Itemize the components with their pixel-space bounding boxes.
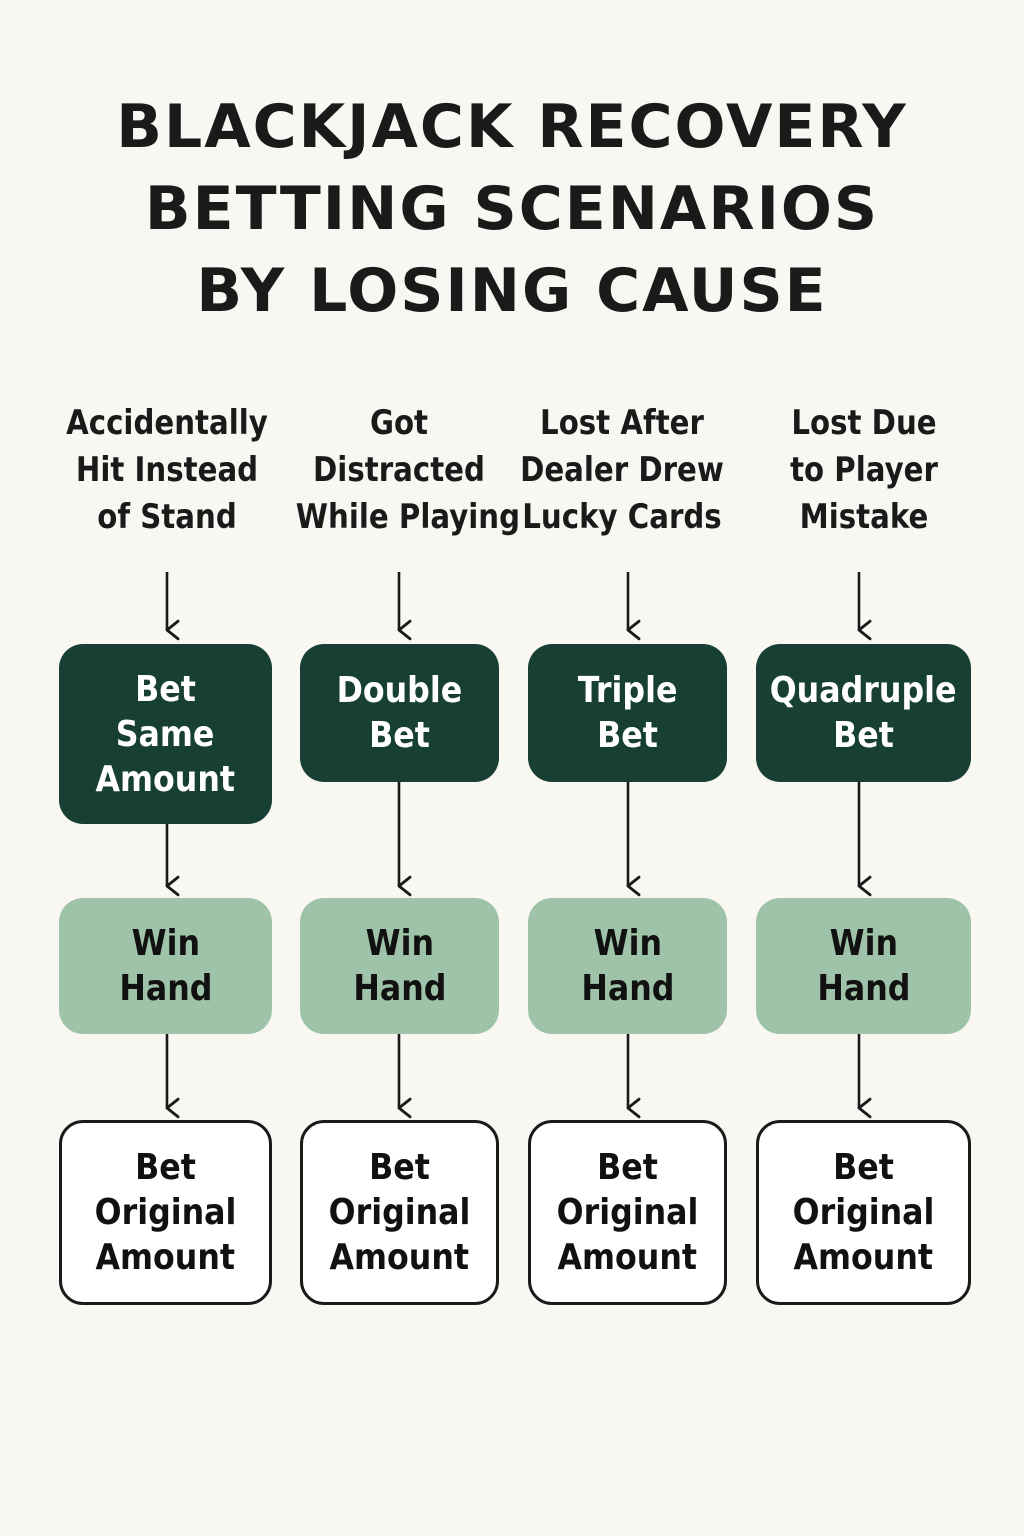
win-1-line-2: Hand	[118, 968, 213, 1009]
cause-3-line-2: Dealer Drew	[520, 450, 724, 490]
cause-3-line-3: Lucky Cards	[522, 497, 722, 537]
bet-1-line-2: Same	[116, 713, 215, 755]
bet-2-line-2: Bet	[369, 715, 430, 756]
cause-label-4: Lost Due to Player Mistake	[761, 400, 967, 541]
original-1-line-1: Bet	[135, 1147, 196, 1188]
cause-label-1: Accidentally Hit Instead of Stand	[64, 400, 270, 541]
original-box-3: Bet Original Amount	[528, 1120, 727, 1305]
original-4-line-1: Bet	[833, 1147, 894, 1188]
win-2-line-2: Hand	[352, 968, 447, 1009]
win-box-3: Win Hand	[528, 898, 727, 1034]
win-2-line-1: Win	[365, 923, 434, 964]
original-2-line-3: Amount	[329, 1237, 470, 1278]
original-1-line-3: Amount	[95, 1237, 236, 1278]
cause-2-line-1: Got	[369, 403, 429, 443]
bet-1-line-3: Amount	[95, 758, 236, 800]
win-3-line-2: Hand	[580, 968, 675, 1009]
original-4-line-3: Amount	[793, 1237, 934, 1278]
diagram-title: BLACKJACK RECOVERY BETTING SCENARIOS BY …	[0, 86, 1024, 332]
bet-1-line-1: Bet	[135, 668, 196, 710]
bet-3-line-2: Bet	[597, 715, 658, 756]
original-3-line-3: Amount	[557, 1237, 698, 1278]
title-line-1: BLACKJACK RECOVERY	[116, 92, 908, 162]
bet-box-1: Bet Same Amount	[59, 644, 272, 824]
bet-2-line-1: Double	[336, 670, 463, 711]
original-box-1: Bet Original Amount	[59, 1120, 272, 1305]
win-box-2: Win Hand	[300, 898, 499, 1034]
original-3-line-2: Original	[556, 1192, 699, 1233]
cause-1-line-1: Accidentally	[66, 403, 268, 443]
win-4-line-2: Hand	[816, 968, 911, 1009]
win-1-line-1: Win	[131, 923, 200, 964]
cause-2-line-2: Distracted	[313, 450, 485, 490]
original-2-line-2: Original	[328, 1192, 471, 1233]
original-2-line-1: Bet	[369, 1147, 430, 1188]
bet-4-line-1: Quadruple	[770, 670, 957, 711]
bet-box-3: Triple Bet	[528, 644, 727, 782]
original-4-line-2: Original	[792, 1192, 935, 1233]
title-line-2: BETTING SCENARIOS	[144, 174, 880, 244]
cause-label-2: Got Distracted While Playing	[295, 400, 521, 541]
title-line-3: BY LOSING CAUSE	[196, 256, 828, 326]
bet-4-line-2: Bet	[833, 715, 894, 756]
cause-4-line-3: Mistake	[799, 497, 929, 537]
win-4-line-1: Win	[829, 923, 898, 964]
bet-3-line-1: Triple	[577, 670, 678, 711]
cause-1-line-3: of Stand	[97, 497, 237, 537]
cause-4-line-2: to Player	[790, 450, 938, 490]
cause-3-line-1: Lost After	[540, 403, 704, 443]
original-3-line-1: Bet	[597, 1147, 658, 1188]
cause-label-3: Lost After Dealer Drew Lucky Cards	[519, 400, 725, 541]
cause-2-line-3: While Playing	[295, 497, 521, 537]
original-box-2: Bet Original Amount	[300, 1120, 499, 1305]
cause-4-line-1: Lost Due	[791, 403, 937, 443]
bet-box-2: Double Bet	[300, 644, 499, 782]
win-box-1: Win Hand	[59, 898, 272, 1034]
original-box-4: Bet Original Amount	[756, 1120, 971, 1305]
bet-box-4: Quadruple Bet	[756, 644, 971, 782]
cause-1-line-2: Hit Instead	[75, 450, 259, 490]
win-box-4: Win Hand	[756, 898, 971, 1034]
win-3-line-1: Win	[593, 923, 662, 964]
original-1-line-2: Original	[94, 1192, 237, 1233]
